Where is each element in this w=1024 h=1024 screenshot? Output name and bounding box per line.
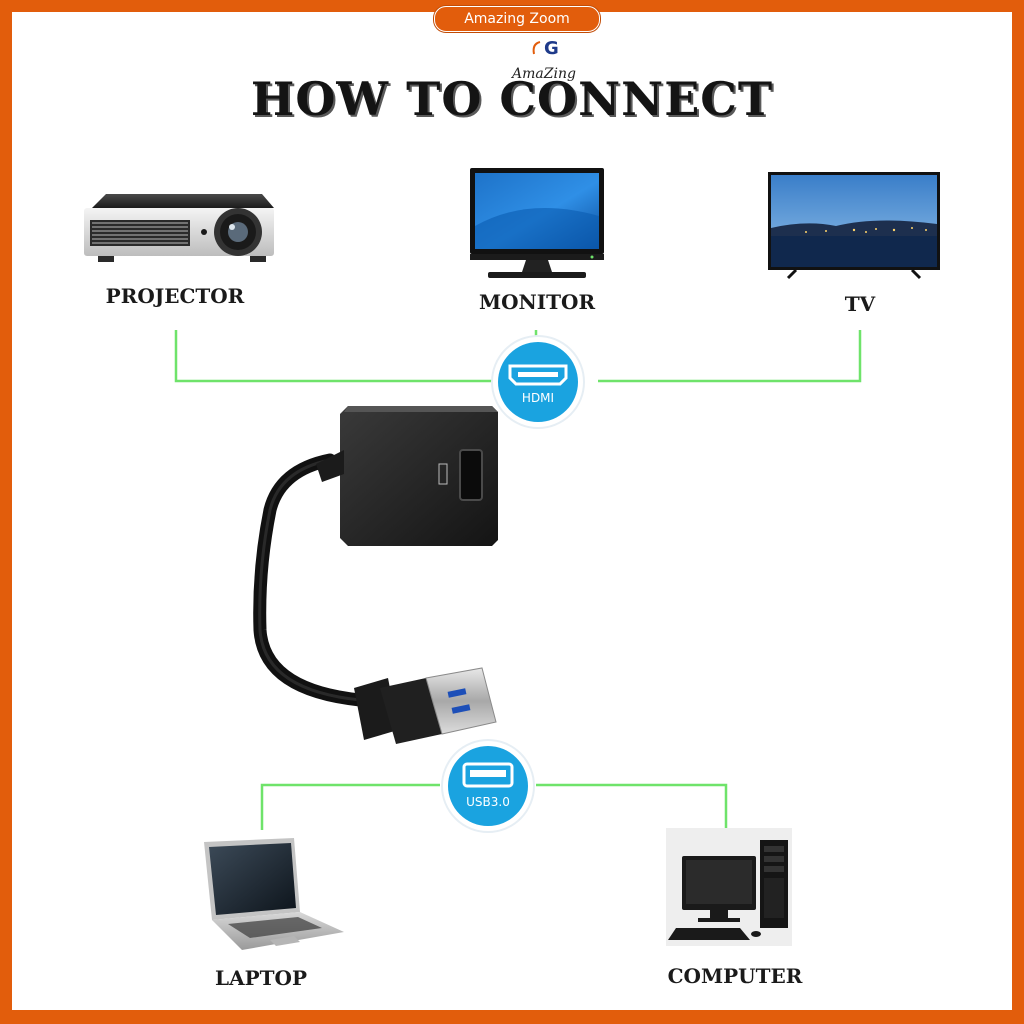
hdmi-logo-mark (438, 463, 448, 485)
usb-port-badge: USB3.0 (441, 739, 535, 833)
logo-text: AmaZing (510, 66, 576, 82)
usb-port-icon (462, 762, 514, 788)
computer-icon (666, 828, 792, 946)
adapter-body (340, 406, 498, 546)
hdmi-port-label: HDMI (522, 391, 554, 405)
usb-port-label: USB3.0 (466, 795, 510, 809)
page-title: HOW TO CONNECT (250, 72, 774, 126)
hdmi-usb-adapter (253, 406, 498, 744)
wire-tv (598, 330, 862, 383)
brand-name-pill: Amazing Zoom (434, 6, 600, 32)
wire-computer (536, 783, 728, 830)
adapter-usb-plug (354, 667, 497, 744)
input-label-computer: COMPUTER (667, 964, 803, 988)
output-label-projector: PROJECTOR (105, 284, 245, 308)
adapter-hdmi-port (459, 449, 483, 501)
logo-letter: G (544, 38, 559, 59)
wire-laptop (260, 783, 440, 830)
output-label-monitor: MONITOR (478, 290, 596, 314)
hdmi-port-icon (508, 364, 568, 386)
output-label-tv: TV (844, 292, 876, 316)
monitor-icon (470, 168, 604, 278)
wire-projector (174, 330, 500, 383)
input-label-laptop: LAPTOP (215, 966, 307, 990)
laptop-icon (204, 838, 344, 950)
brand-logo: G AmaZing (510, 38, 576, 82)
hdmi-port-badge: HDMI (491, 335, 585, 429)
tv-icon (768, 172, 940, 280)
projector-icon (84, 194, 274, 262)
